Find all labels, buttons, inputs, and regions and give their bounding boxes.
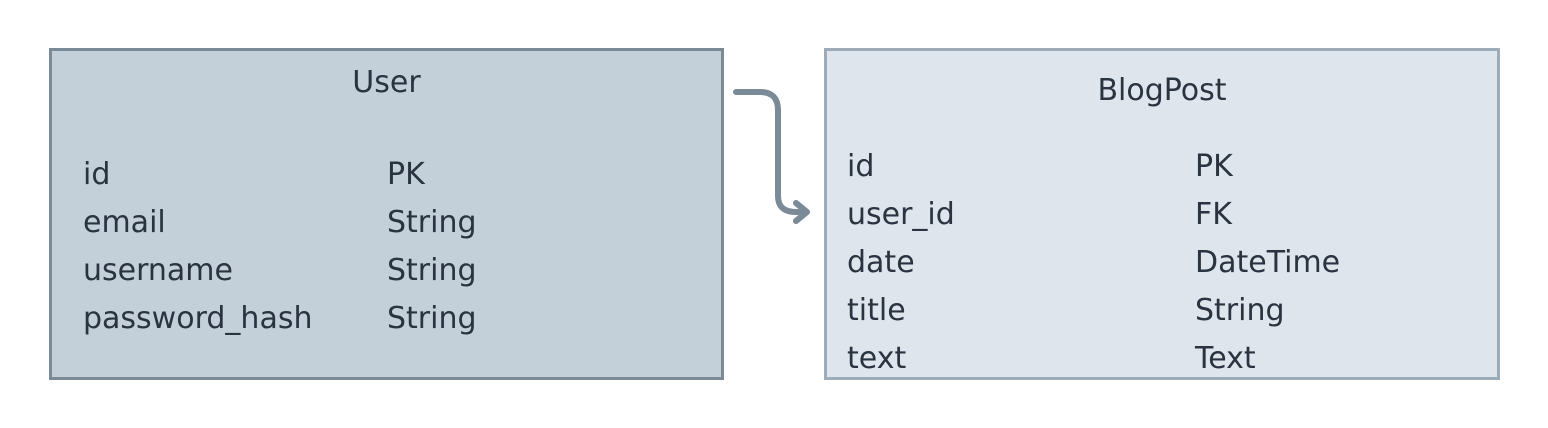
connector-arrowhead-icon bbox=[793, 200, 810, 224]
field-name: id bbox=[83, 157, 111, 192]
blogpost-field-row-text: text Text bbox=[827, 335, 1497, 383]
field-name: password_hash bbox=[83, 301, 313, 336]
user-field-row-password-hash: password_hash String bbox=[52, 295, 721, 343]
field-name: username bbox=[83, 253, 233, 288]
field-name: date bbox=[847, 245, 915, 280]
blogpost-field-row-title: title String bbox=[827, 287, 1497, 335]
field-type: FK bbox=[1195, 197, 1232, 232]
connector-line[interactable] bbox=[733, 89, 806, 215]
user-field-row-username: username String bbox=[52, 247, 721, 295]
blogpost-field-list: id PK user_id FK date DateTime title Str… bbox=[827, 143, 1497, 383]
field-type: String bbox=[387, 253, 477, 288]
user-entity-box[interactable]: User id PK email String username String … bbox=[49, 48, 724, 380]
field-name: email bbox=[83, 205, 166, 240]
field-type: String bbox=[387, 301, 477, 336]
field-name: id bbox=[847, 149, 875, 184]
field-name: user_id bbox=[847, 197, 955, 232]
field-name: title bbox=[847, 293, 906, 328]
field-type: String bbox=[1195, 293, 1285, 328]
field-type: PK bbox=[387, 157, 425, 192]
user-entity-title: User bbox=[352, 65, 421, 100]
field-name: text bbox=[847, 341, 907, 376]
blogpost-field-row-user-id: user_id FK bbox=[827, 191, 1497, 239]
blogpost-entity-box[interactable]: BlogPost id PK user_id FK date DateTime … bbox=[824, 48, 1500, 380]
blogpost-field-row-id: id PK bbox=[827, 143, 1497, 191]
field-type: String bbox=[387, 205, 477, 240]
user-field-row-email: email String bbox=[52, 199, 721, 247]
field-type: Text bbox=[1195, 341, 1256, 376]
blogpost-field-row-date: date DateTime bbox=[827, 239, 1497, 287]
user-field-row-id: id PK bbox=[52, 151, 721, 199]
field-type: PK bbox=[1195, 149, 1233, 184]
field-type: DateTime bbox=[1195, 245, 1341, 280]
user-field-list: id PK email String username String passw… bbox=[52, 151, 721, 343]
blogpost-entity-title: BlogPost bbox=[1097, 73, 1227, 108]
